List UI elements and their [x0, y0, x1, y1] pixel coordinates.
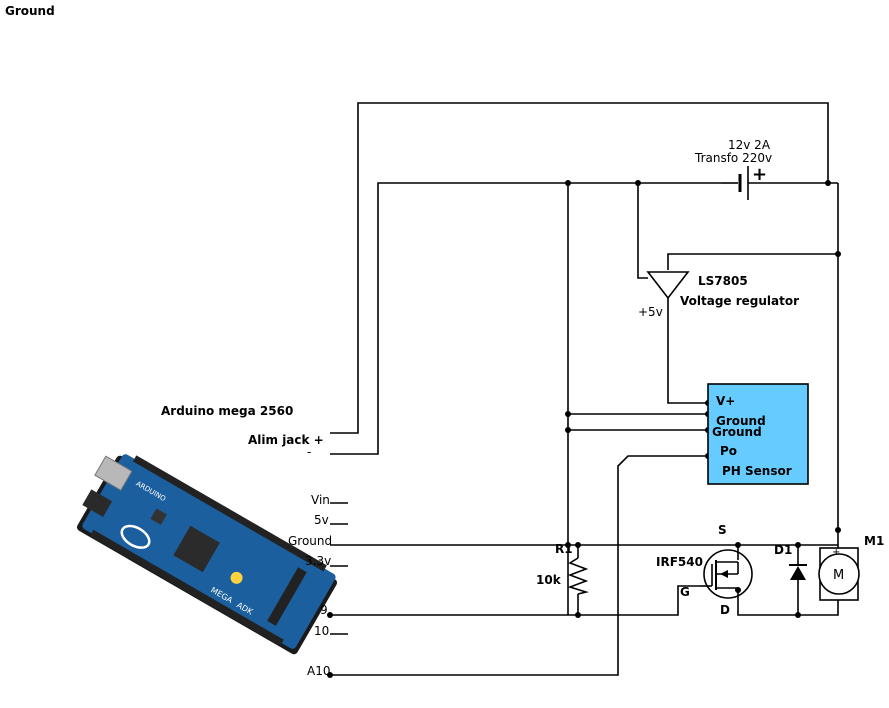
supply-rating: 12v 2A [728, 138, 771, 152]
junction-dot [635, 180, 641, 186]
motor-plus: + [832, 547, 840, 558]
motor-ref: M1 [864, 534, 884, 548]
arduino-pin-stubs [330, 502, 348, 635]
wires [330, 102, 839, 676]
pin-label-10: 10 [314, 624, 329, 638]
pin-label-a10: A10 [307, 664, 330, 678]
ph-sensor-pin-ground-2: Ground [712, 425, 762, 439]
supply-name: Transfo 220v [694, 151, 772, 165]
ph-sensor-name: PH Sensor [722, 464, 792, 478]
junction-dot [565, 180, 571, 186]
wire-reg-out [667, 298, 708, 404]
regulator-desc: Voltage regulator [680, 294, 799, 308]
arduino-logo-icon [120, 524, 151, 549]
diode-ref: D1 [774, 543, 792, 557]
wire-reg-in [667, 253, 838, 270]
mosfet-s-label: S [718, 523, 727, 537]
regulator-out: +5v [638, 305, 663, 319]
motor-circle-icon [818, 553, 860, 595]
junction-dot [575, 542, 581, 548]
small-chip [150, 508, 167, 525]
regulator-triangle-icon [646, 271, 690, 300]
resistor-r1 [567, 557, 589, 595]
junction-dot [565, 427, 571, 433]
junction-dot [835, 251, 841, 257]
junction-dot [575, 612, 581, 618]
header-bottom [89, 529, 284, 646]
pin-label-ground: Ground [288, 534, 332, 548]
resistor-ref: R1 [555, 542, 573, 556]
wire-drain [737, 590, 839, 616]
battery-plus-sign: + [752, 164, 767, 185]
ph-sensor-box [707, 383, 809, 485]
reset-button-icon [230, 571, 243, 584]
wire-po-a10 [330, 455, 708, 676]
voltage-regulator [646, 271, 690, 300]
wire-reg-gnd [637, 183, 648, 279]
resistor-value: 10k [536, 573, 562, 587]
pin-label-alim-plus: Alim jack + [248, 433, 324, 447]
pin-label-3v3: 3.3v [305, 554, 331, 568]
ph-sensor: V+ Ground Ground Po PH Sensor [707, 383, 809, 485]
motor-minus: - [835, 595, 839, 606]
junction-dot [565, 411, 571, 417]
diode-d1 [789, 564, 807, 580]
junction-dot [565, 542, 571, 548]
power-jack [82, 489, 113, 517]
pin-label-alim-minus: - [307, 445, 311, 459]
motor-m1: M + - [818, 530, 860, 606]
junction-dot [795, 542, 801, 548]
mosfet-g-label: G [680, 585, 690, 599]
wire-alim-plus [330, 102, 829, 434]
mosfet-circle-icon [703, 549, 753, 599]
header-top [132, 455, 327, 572]
supply-battery: + [722, 164, 770, 200]
top-ground-label: Ground [5, 4, 55, 18]
mosfet-irf540 [700, 549, 753, 599]
pin-label-9: 9 [320, 603, 328, 617]
regulator-part: LS7805 [698, 274, 748, 288]
junction-dot [735, 542, 741, 548]
board-title: Arduino mega 2560 [161, 404, 293, 418]
pin-label-5v: 5v [314, 513, 329, 527]
header-right [267, 567, 307, 626]
junction-dot [327, 612, 333, 618]
pin-label-vin: Vin [311, 493, 330, 507]
mosfet-arrow-icon [720, 570, 728, 578]
wire-alim-minus [330, 182, 722, 455]
ph-sensor-pin-ground-1: Ground [716, 414, 766, 428]
usb-connector [94, 455, 133, 491]
mosfet-d-label: D [720, 603, 730, 617]
mosfet-part: IRF540 [656, 555, 703, 569]
arduino-board: MEGA ADK ARDUINO [76, 454, 338, 655]
resistor-zigzag-icon [567, 557, 589, 595]
diode-triangle-icon [790, 566, 806, 580]
ph-sensor-pin-po: Po [720, 444, 737, 458]
junction-dot [795, 612, 801, 618]
arduino-pin-labels: Alim jack + - Vin 5v Ground 3.3v 9 10 A1… [248, 433, 332, 678]
ph-sensor-pin-vplus: V+ [716, 394, 735, 408]
mcu-chip [173, 525, 220, 573]
motor-symbol: M [833, 568, 844, 583]
wire-pin9-gate [330, 585, 700, 616]
junction-dot [327, 672, 333, 678]
junction-dot [825, 180, 831, 186]
